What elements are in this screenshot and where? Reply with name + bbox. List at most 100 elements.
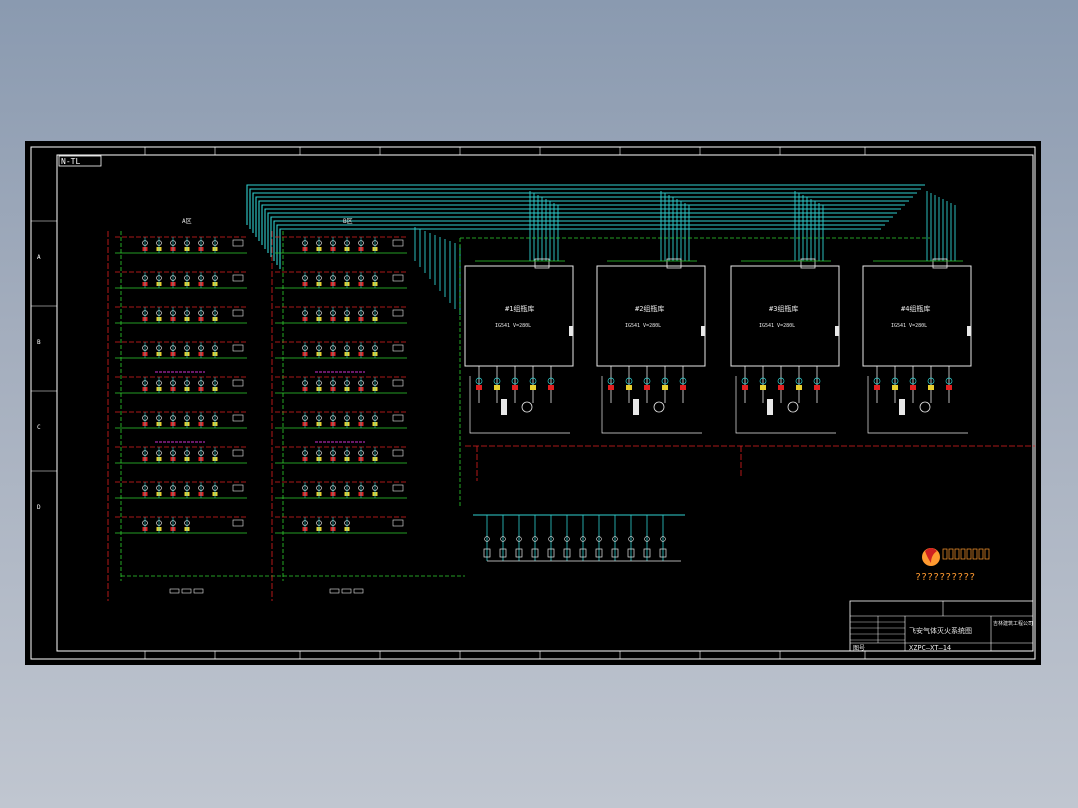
logo-stripe bbox=[984, 548, 990, 560]
cylinder-banks bbox=[464, 258, 972, 434]
pressure-switch bbox=[232, 519, 244, 527]
cylinder-head bbox=[494, 385, 500, 390]
control-relay bbox=[353, 588, 364, 594]
cylinder-bank-frame bbox=[596, 265, 706, 367]
pilot-cylinder bbox=[501, 399, 507, 415]
pressure-switch bbox=[232, 414, 244, 422]
title-block bbox=[849, 600, 1034, 652]
bank-gauge bbox=[701, 326, 705, 336]
logo-stripe bbox=[948, 548, 954, 560]
rack-valve bbox=[612, 536, 618, 542]
cylinder-bank-frame bbox=[464, 265, 574, 367]
logo-stripe bbox=[942, 548, 948, 560]
control-relay bbox=[169, 588, 180, 594]
bank-gauge bbox=[835, 326, 839, 336]
border-letter: D bbox=[37, 504, 41, 511]
cylinder-head bbox=[814, 385, 820, 390]
rack-cylinder bbox=[499, 548, 507, 558]
cylinder-valve bbox=[529, 377, 537, 385]
logo-stripe bbox=[972, 548, 978, 560]
bank-header-cap bbox=[666, 258, 682, 269]
cylinder-bank-frame bbox=[862, 265, 972, 367]
rack-cylinder bbox=[547, 548, 555, 558]
inner-frame bbox=[56, 154, 1034, 652]
bank-subtitle-3: IG541 V=280L bbox=[759, 323, 795, 329]
logo-caption: ?????????? bbox=[915, 572, 975, 583]
cyan-main-pipe bbox=[279, 228, 881, 269]
cylinder-valve bbox=[547, 377, 555, 385]
pressure-switch bbox=[392, 414, 404, 422]
cylinder-head bbox=[512, 385, 518, 390]
cylinder-valve bbox=[777, 377, 785, 385]
cyan-main-pipe bbox=[249, 188, 921, 229]
cylinder-head bbox=[778, 385, 784, 390]
frame-tag-box bbox=[58, 155, 102, 167]
pressure-switch bbox=[392, 309, 404, 317]
cylinder-valve bbox=[511, 377, 519, 385]
zone-label-b: B区 bbox=[343, 218, 353, 225]
pilot-cylinder bbox=[633, 399, 639, 415]
cylinder-valve bbox=[625, 377, 633, 385]
company-logo bbox=[922, 548, 990, 566]
cylinder-valve bbox=[679, 377, 687, 385]
cylinder-valve bbox=[759, 377, 767, 385]
pressure-switch bbox=[392, 239, 404, 247]
pressure-switch bbox=[392, 449, 404, 457]
rack-valve bbox=[628, 536, 634, 542]
cylinder-valve bbox=[741, 377, 749, 385]
cylinder-valve bbox=[643, 377, 651, 385]
control-relay bbox=[181, 588, 192, 594]
rack-valve bbox=[660, 536, 666, 542]
cyan-main-pipe bbox=[273, 220, 889, 261]
pressure-switch bbox=[392, 274, 404, 282]
rack-valve bbox=[548, 536, 554, 542]
rack-valve bbox=[532, 536, 538, 542]
pressure-switch bbox=[392, 519, 404, 527]
bank-label-4: #4组瓶库 bbox=[901, 304, 930, 313]
cyan-main-pipe bbox=[255, 196, 913, 237]
cylinder-valve bbox=[891, 377, 899, 385]
cylinder-valve bbox=[475, 377, 483, 385]
zone-panels bbox=[115, 236, 407, 594]
bank-label-2: #2组瓶库 bbox=[635, 304, 664, 313]
pilot-cylinder bbox=[899, 399, 905, 415]
rack-valve bbox=[484, 536, 490, 542]
pressure-switch bbox=[232, 309, 244, 317]
frame-tag-label: N-TL bbox=[61, 157, 80, 166]
cyan-main-pipe bbox=[246, 184, 925, 225]
rack-cylinder bbox=[515, 548, 523, 558]
rack-valve bbox=[516, 536, 522, 542]
rack-cylinder bbox=[563, 548, 571, 558]
cylinder-head bbox=[644, 385, 650, 390]
cylinder-valve bbox=[873, 377, 881, 385]
border-letter: C bbox=[37, 424, 41, 431]
rack-valve bbox=[500, 536, 506, 542]
pressure-switch bbox=[392, 379, 404, 387]
check-valve bbox=[653, 401, 665, 413]
pressure-switch bbox=[232, 274, 244, 282]
cylinder-bank-frame bbox=[730, 265, 840, 367]
pressure-switch bbox=[232, 379, 244, 387]
pressure-switch bbox=[232, 239, 244, 247]
bank-label-3: #3组瓶库 bbox=[769, 304, 798, 313]
cylinder-head bbox=[946, 385, 952, 390]
drawing-title: 飞安气体灭火系统图 bbox=[909, 626, 972, 635]
rack-cylinder bbox=[531, 548, 539, 558]
rack-cylinder bbox=[579, 548, 587, 558]
bank-return-line bbox=[601, 376, 702, 434]
bank-header-cap bbox=[932, 258, 948, 269]
cylinder-head bbox=[476, 385, 482, 390]
rack-cylinder bbox=[659, 548, 667, 558]
cylinder-valve bbox=[813, 377, 821, 385]
logo-stripe bbox=[960, 548, 966, 560]
cyan-main-pipe bbox=[261, 204, 905, 245]
cylinder-head bbox=[892, 385, 898, 390]
cylinder-valve bbox=[909, 377, 917, 385]
cylinder-valve bbox=[795, 377, 803, 385]
logo-stripe bbox=[978, 548, 984, 560]
cylinder-head bbox=[548, 385, 554, 390]
border-letter: B bbox=[37, 339, 41, 346]
